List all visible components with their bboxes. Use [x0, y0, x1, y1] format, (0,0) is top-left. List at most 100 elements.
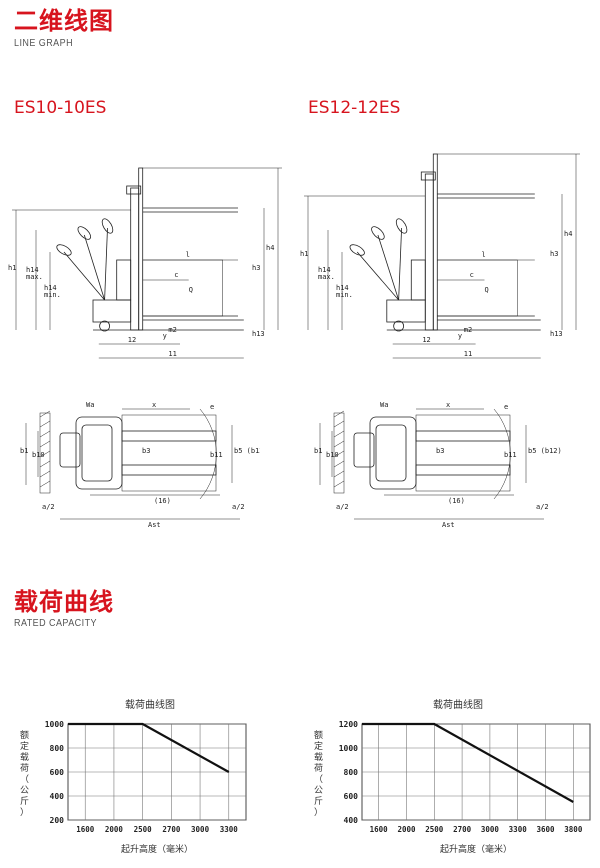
dim-label-m2: m2	[168, 326, 176, 334]
truck-body	[369, 416, 417, 490]
dim-label-a2-left: a/2	[42, 503, 55, 511]
y-tick-label: 1000	[339, 744, 358, 753]
dim-label-h14-max: h14	[26, 266, 39, 274]
hatch	[39, 460, 51, 468]
drive-wheel	[99, 320, 110, 332]
y-tick-label: 1200	[339, 720, 358, 729]
tiller-3	[398, 227, 402, 301]
handle-2	[371, 226, 385, 240]
capacity-line	[362, 722, 574, 803]
dim-label-h3: h3	[252, 264, 260, 272]
dim-label-l2: 12	[422, 336, 430, 344]
truck-inner	[375, 424, 407, 482]
dim-label-c: c	[174, 271, 178, 279]
x-tick-label: 3000	[191, 825, 210, 834]
capacity-line	[68, 722, 230, 773]
mast	[424, 173, 434, 331]
y-tick-label: 200	[50, 816, 65, 825]
dim-label-b1: b1	[314, 447, 322, 455]
dim-label-max: max.	[26, 273, 43, 281]
x-tick-label: 3600	[536, 825, 555, 834]
y-tick-label: 800	[50, 744, 65, 753]
y-axis-label: 额定载荷（公斤）	[20, 729, 29, 818]
fork-2	[415, 464, 511, 476]
hatch	[39, 440, 51, 448]
pallet-outline	[121, 414, 217, 492]
dim-label-wa: Wa	[380, 401, 388, 409]
tiller-3	[104, 227, 108, 301]
load-outline	[142, 259, 223, 317]
dim-label-h13: h13	[252, 330, 265, 338]
x-tick-label: 3000	[481, 825, 500, 834]
x-tick-label: 2000	[397, 825, 416, 834]
dim-label-16: (16)	[448, 497, 465, 505]
x-tick-label: 2500	[134, 825, 153, 834]
dim-label-h3: h3	[550, 250, 558, 258]
dim-label-h4: h4	[266, 244, 274, 252]
hatch	[333, 470, 345, 478]
dim-label-m2: m2	[464, 326, 472, 334]
x-tick-label: 1600	[370, 825, 389, 834]
dim-label-a2-right: a/2	[536, 503, 549, 511]
dim-label-b5: b5 (b12)	[234, 447, 260, 455]
dim-label-e: e	[504, 403, 508, 411]
dim-label-h14-min: h14	[336, 284, 349, 292]
hatch	[39, 410, 51, 418]
chassis	[92, 299, 132, 323]
fork-2	[121, 464, 217, 476]
dim-label-h1: h1	[300, 250, 308, 258]
tiller-2	[83, 234, 105, 301]
battery-box	[116, 259, 132, 301]
turning-arc	[493, 408, 511, 500]
dim-label-c: c	[470, 271, 474, 279]
y-tick-label: 400	[50, 792, 65, 801]
dim-label-h14-max: h14	[318, 266, 331, 274]
handle-1	[349, 244, 365, 256]
dim-label-l2: 12	[128, 336, 136, 344]
x-axis-label: 起升高度（毫米）	[440, 843, 512, 855]
x-tick-label: 3300	[509, 825, 528, 834]
x-tick-label: 1600	[76, 825, 95, 834]
y-tick-label: 400	[344, 816, 359, 825]
tiller-head	[353, 432, 375, 468]
wall	[333, 412, 345, 494]
x-tick-label: 2500	[425, 825, 444, 834]
drive-wheel	[393, 320, 405, 332]
fork-1	[415, 430, 511, 442]
dim-label-h1: h1	[8, 264, 16, 272]
dim-label-e: e	[210, 403, 214, 411]
section-subtitle-rated-capacity: RATED CAPACITY	[14, 618, 97, 629]
section-title-line-graph: 二维线图	[14, 8, 114, 35]
hatch	[333, 450, 345, 458]
dim-label-h14-min: h14	[44, 284, 57, 292]
dim-label-a2-left: a/2	[336, 503, 349, 511]
dim-label-ast: Ast	[148, 521, 161, 529]
tiller-head	[59, 432, 81, 468]
dim-label-q: Q	[484, 286, 488, 294]
dim-label-max: max.	[318, 273, 335, 281]
load-outline	[437, 259, 518, 317]
dim-label-b3: b3	[436, 447, 444, 455]
dim-label-h13: h13	[550, 330, 563, 338]
x-tick-label: 2000	[105, 825, 124, 834]
handle-2	[77, 226, 92, 240]
dim-label-x: x	[152, 401, 156, 409]
dim-label-l1: 11	[168, 350, 176, 358]
handle-3	[101, 218, 114, 234]
hatch	[39, 420, 51, 428]
truck-body	[75, 416, 123, 490]
x-tick-label: 3300	[220, 825, 239, 834]
dim-label-ast: Ast	[442, 521, 455, 529]
turning-arc	[199, 408, 217, 500]
hatch	[39, 480, 51, 488]
dim-label-x: x	[446, 401, 450, 409]
